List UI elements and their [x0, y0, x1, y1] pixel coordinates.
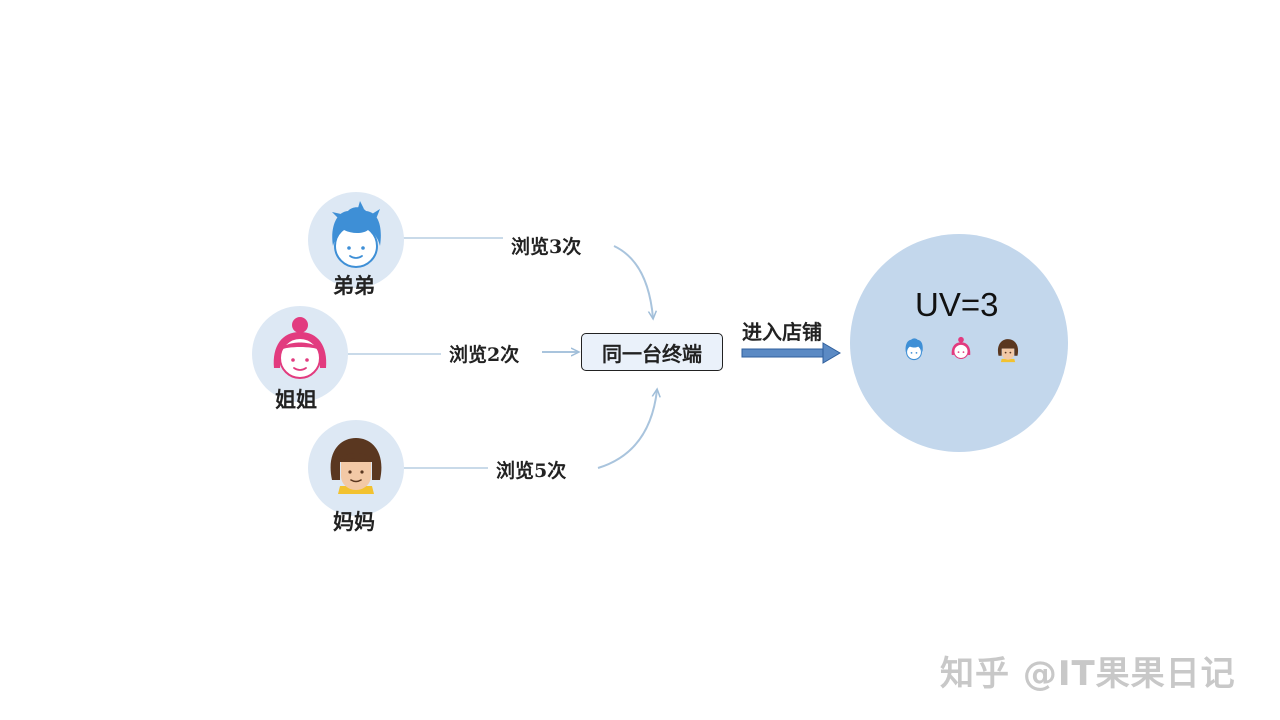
watermark: 知乎 @IT果果日记 [940, 654, 1236, 694]
boy-face-icon [905, 338, 923, 361]
person-label-brother: 弟弟 [333, 273, 375, 298]
avatar-sister [252, 306, 348, 402]
connector-curve-mother [597, 390, 657, 469]
uv-count-label: UV=3 [915, 286, 999, 323]
person-label-sister: 姐姐 [275, 387, 317, 412]
connector-curve-brother [613, 245, 653, 318]
enter-store-arrow [741, 342, 841, 364]
boy-face-icon [332, 201, 381, 268]
terminal-box: 同一台终端 [581, 333, 723, 371]
edge-label-brother: 浏览3次 [503, 232, 590, 259]
enter-store-label: 进入店铺 [742, 320, 822, 344]
mom-face-icon [997, 339, 1019, 363]
terminal-label: 同一台终端 [602, 341, 702, 366]
edge-label-mother: 浏览5次 [488, 456, 575, 483]
avatar-brother [308, 192, 404, 288]
edge-label-sister: 浏览2次 [441, 340, 528, 367]
person-label-mother: 妈妈 [333, 509, 375, 534]
mom-face-icon [330, 438, 382, 494]
girl-face-icon [273, 317, 327, 379]
avatar-mother [308, 420, 404, 516]
girl-face-icon [951, 336, 971, 360]
